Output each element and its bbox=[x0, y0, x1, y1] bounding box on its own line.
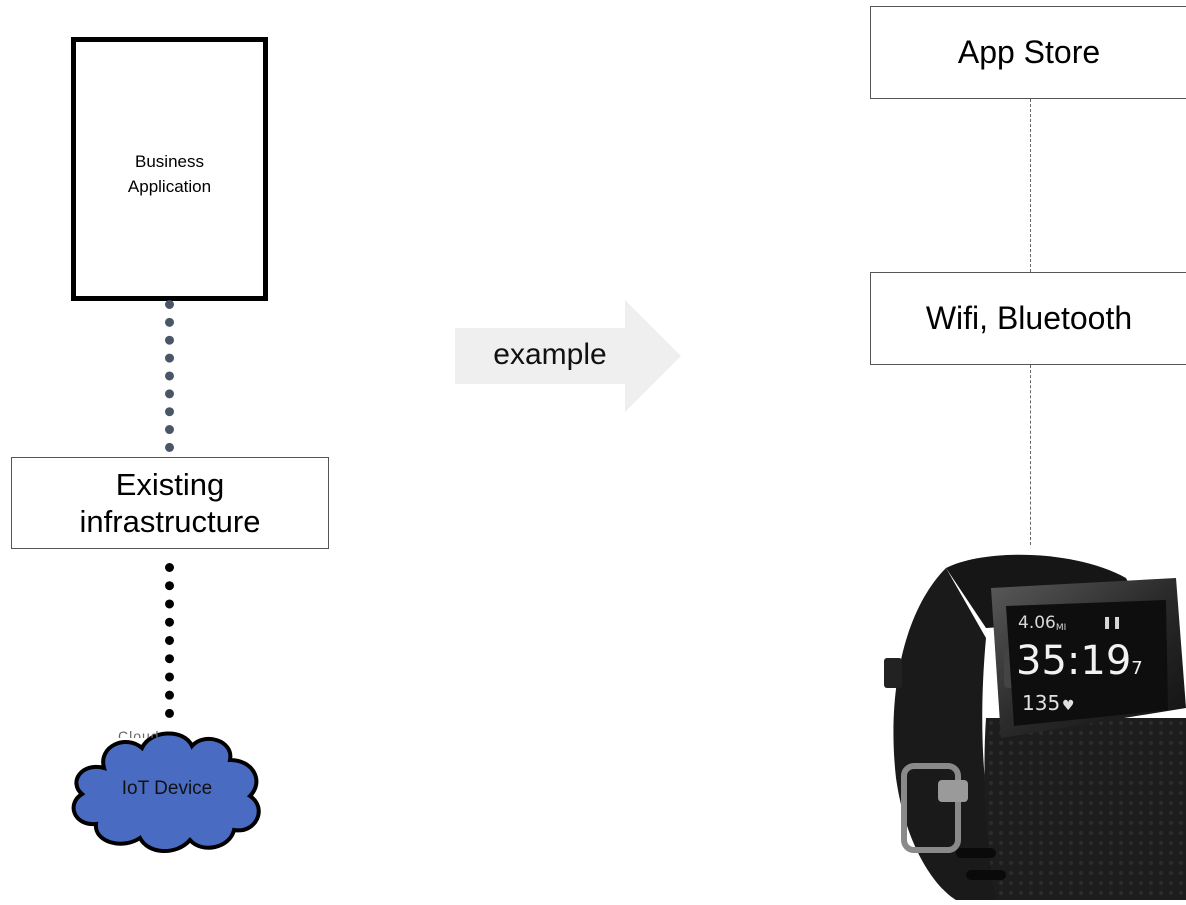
arrow-right-icon bbox=[455, 300, 681, 412]
smartwatch-icon: 4.06MI ❚❚ 35:197 135 ♥ bbox=[884, 554, 1186, 900]
connector-appstore-to-wifi bbox=[1030, 99, 1031, 272]
pause-icon: ❚❚ bbox=[1102, 615, 1122, 629]
connector-wifi-to-watch bbox=[1030, 365, 1031, 545]
watch-distance-unit: MI bbox=[1056, 623, 1066, 633]
watch-timer-fraction: 7 bbox=[1131, 658, 1142, 679]
existing-infrastructure-label: Existing infrastructure bbox=[79, 467, 261, 539]
watch-heart-rate: 135 bbox=[1022, 691, 1060, 715]
watch-timer-main: 35:19 bbox=[1016, 638, 1131, 684]
svg-text:35:197: 35:197 bbox=[1016, 638, 1143, 684]
watch-distance: 4.06 bbox=[1018, 613, 1056, 633]
iot-device-cloud bbox=[64, 720, 270, 860]
business-application-label: Business Application bbox=[127, 152, 212, 196]
app-store-label: App Store bbox=[957, 34, 1101, 70]
iot-device-label: IoT Device bbox=[121, 778, 213, 799]
connector-infrastructure-to-device bbox=[165, 563, 174, 718]
connectivity-label: Wifi, Bluetooth bbox=[925, 300, 1133, 336]
heart-icon: ♥ bbox=[1062, 698, 1075, 714]
business-application-box: Business Application bbox=[71, 37, 268, 301]
cloud-overlap-text: Cloud ... bbox=[118, 728, 180, 738]
fitness-watch-image: 4.06MI ❚❚ 35:197 135 ♥ bbox=[876, 548, 1186, 900]
existing-infrastructure-box: Existing infrastructure bbox=[11, 457, 329, 549]
example-label: example bbox=[493, 338, 607, 371]
connector-business-to-infrastructure bbox=[165, 300, 174, 452]
connectivity-box: Wifi, Bluetooth bbox=[870, 272, 1186, 365]
svg-text:4.06MI: 4.06MI bbox=[1018, 613, 1066, 633]
app-store-box: App Store bbox=[870, 6, 1186, 99]
example-arrow bbox=[455, 300, 681, 412]
cloud-icon bbox=[71, 731, 261, 854]
